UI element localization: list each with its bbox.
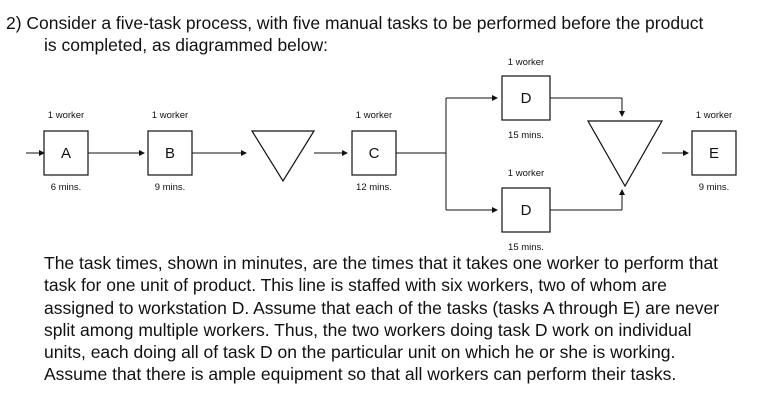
paragraph-line: units, each doing all of task D on the p… [44, 342, 676, 363]
paragraph-line: The task times, shown in minutes, are th… [44, 253, 719, 273]
explanation-paragraph: The task times, shown in minutes, are th… [44, 252, 774, 386]
task-a-workers: 1 worker [48, 110, 84, 121]
task-d-bottom-time: 15 mins. [508, 242, 544, 253]
inventory-buffer-triangle-2 [586, 120, 664, 188]
task-e-letter: E [709, 145, 719, 162]
task-a-time: 6 mins. [51, 182, 82, 193]
paragraph-line: task for one unit of product. This line … [44, 275, 667, 296]
task-box-d-bottom [501, 187, 551, 233]
task-d-bottom-workers: 1 worker [508, 168, 544, 179]
task-a-letter: A [61, 145, 71, 162]
task-c-letter: C [369, 145, 380, 162]
task-b-time: 9 mins. [155, 182, 186, 193]
task-e-time: 9 mins. [699, 182, 730, 193]
task-box-b [147, 130, 193, 176]
task-e-workers: 1 worker [696, 110, 732, 121]
task-d-top-time: 15 mins. [508, 130, 544, 141]
task-c-workers: 1 worker [356, 110, 392, 121]
question-text-line-2: is completed, as diagrammed below: [44, 35, 329, 55]
paragraph-line: Assume that there is ample equipment so … [44, 364, 677, 385]
task-b-letter: B [165, 145, 175, 162]
paragraph-line: assigned to workstation D. Assume that e… [44, 297, 720, 318]
task-c-time: 12 mins. [356, 182, 392, 193]
task-d-top-workers: 1 worker [508, 57, 544, 68]
task-box-a [43, 130, 89, 176]
task-d-bottom-letter: D [521, 202, 532, 219]
task-b-workers: 1 worker [152, 110, 188, 121]
task-box-e [691, 130, 737, 176]
task-d-top-letter: D [521, 90, 532, 107]
question-text-line-1: 2) Consider a five-task process, with fi… [6, 13, 704, 33]
paragraph-line: split among multiple workers. Thus, the … [44, 319, 692, 340]
inventory-buffer-triangle-1 [250, 130, 316, 183]
task-box-d-top [501, 75, 551, 121]
process-flow-diagram: A B C D D E 1 worker 1 worker 1 worker 1… [26, 57, 737, 253]
task-box-c [351, 130, 397, 176]
